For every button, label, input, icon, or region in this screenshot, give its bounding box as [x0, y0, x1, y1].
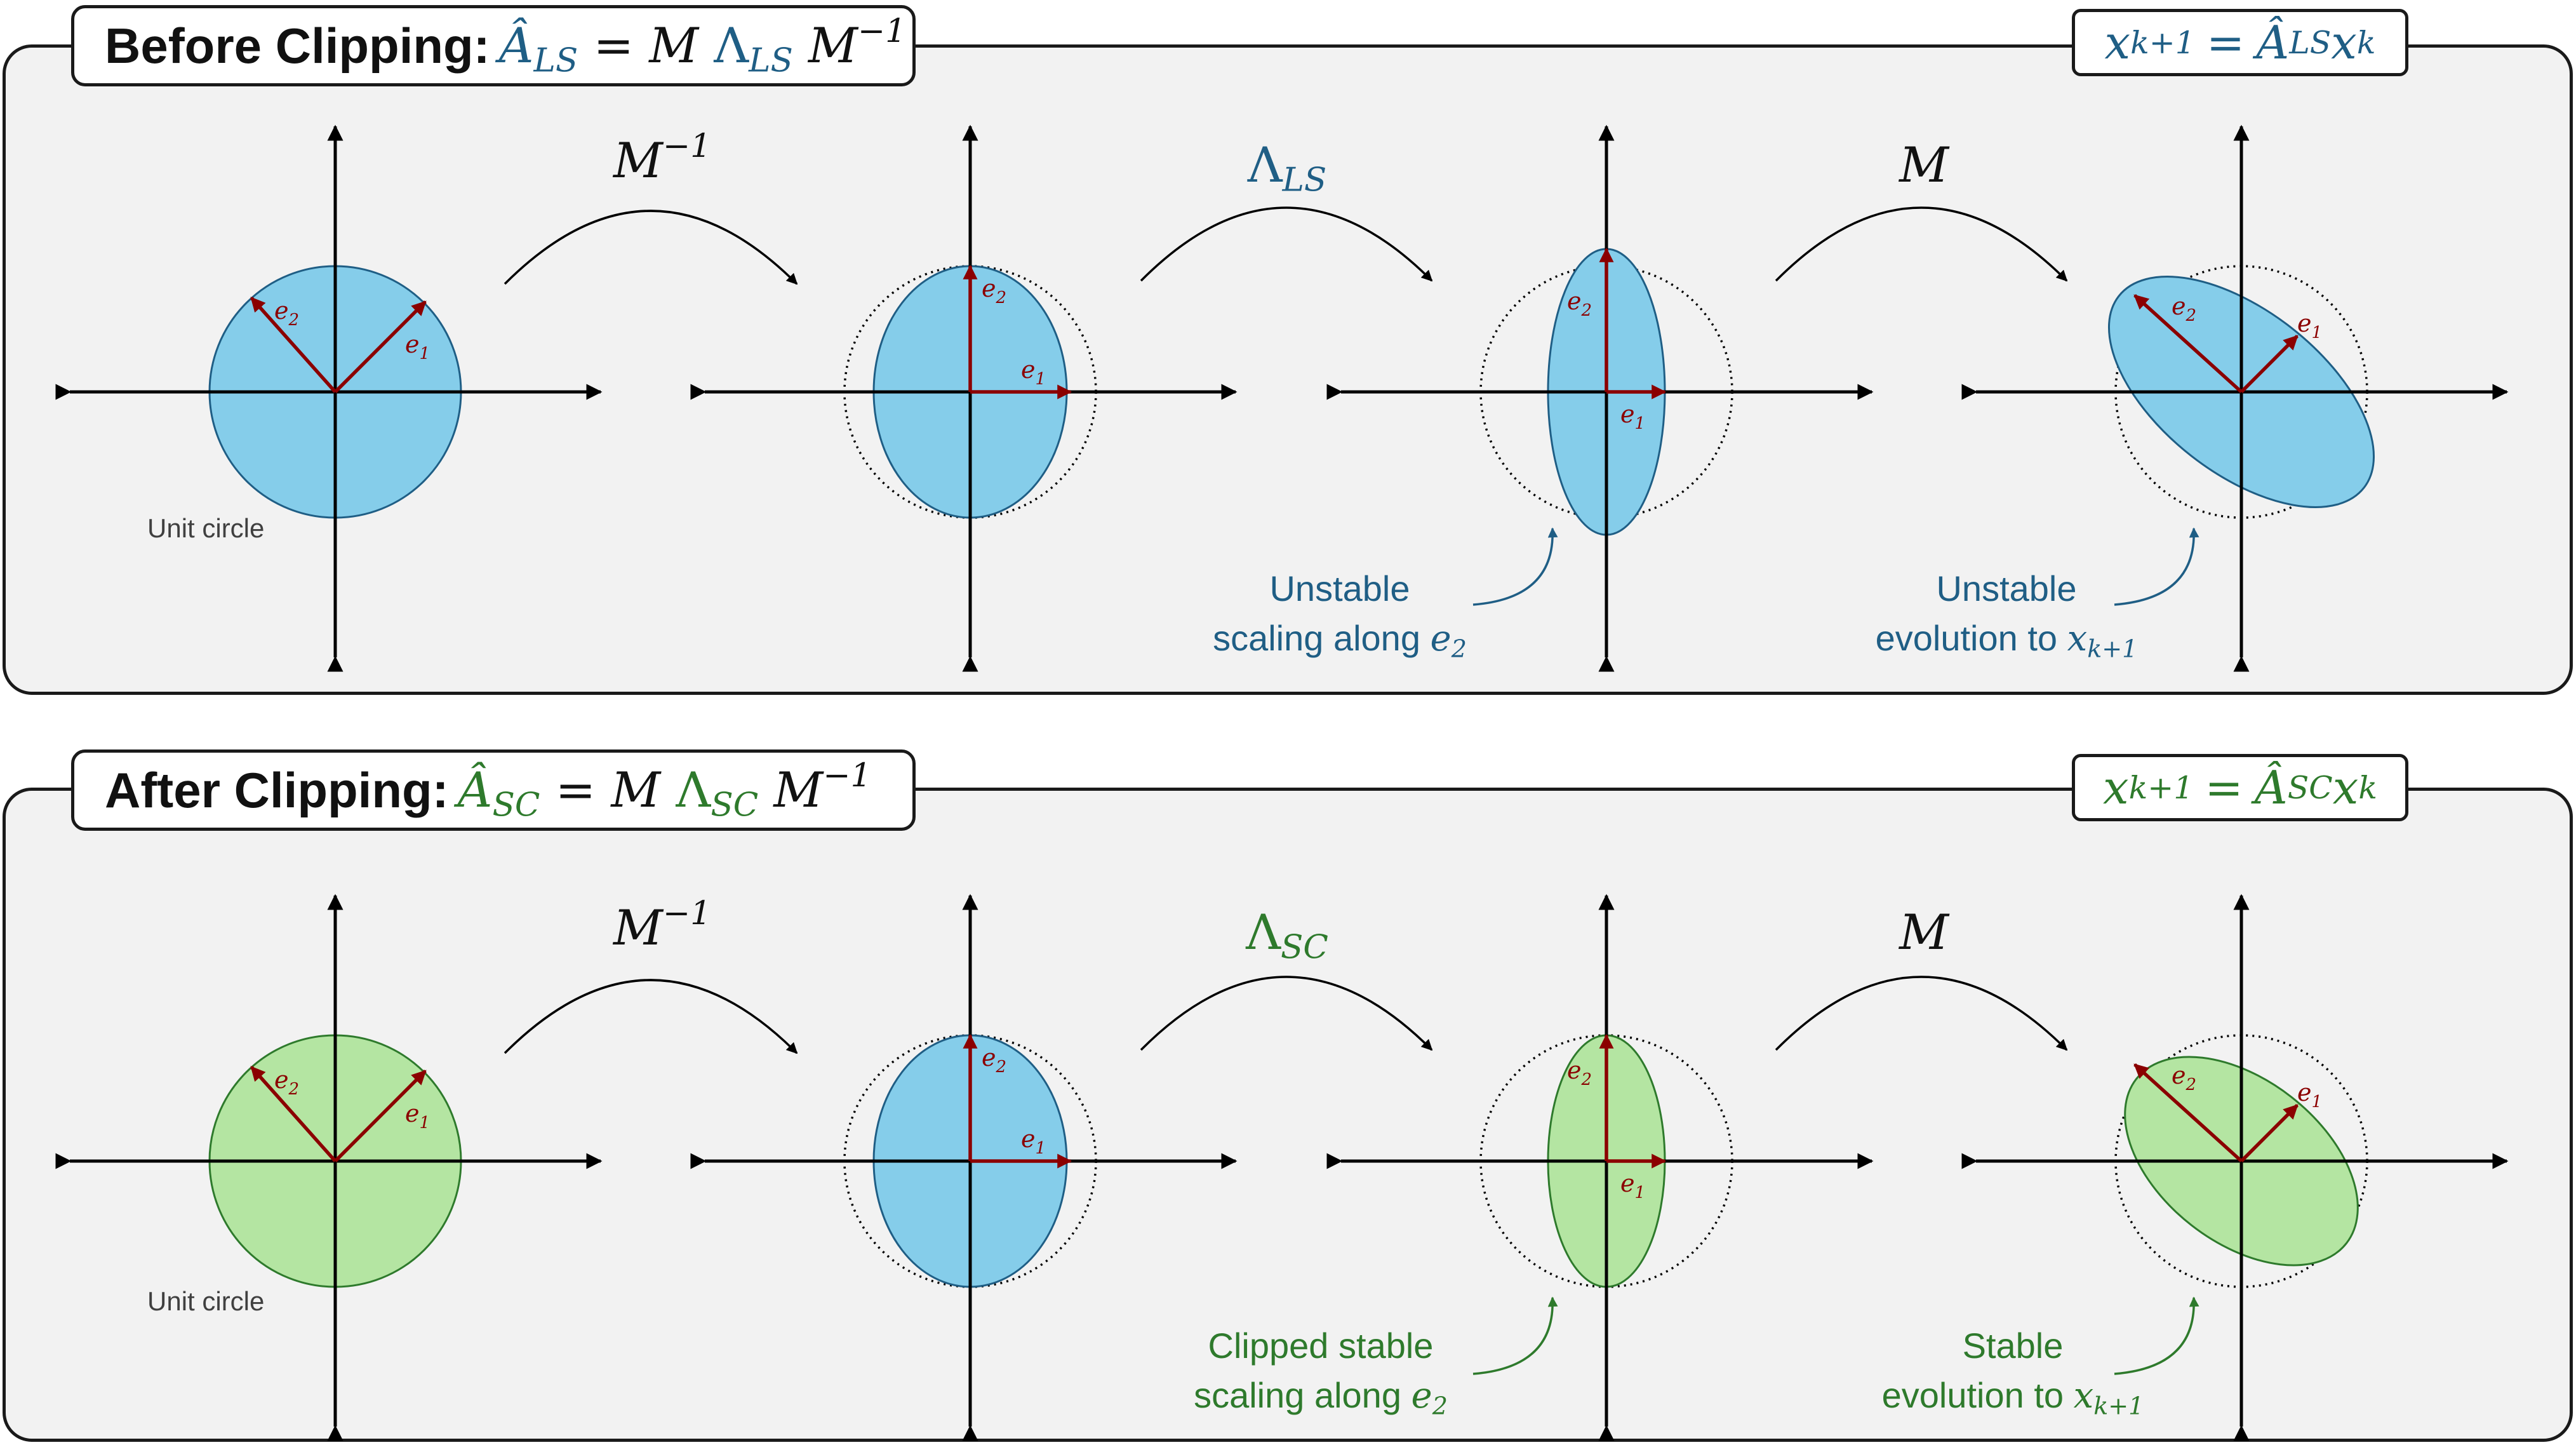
after-plot4-e2-label: e2 [2172, 1061, 2196, 1094]
before-op-m: M [1899, 137, 1949, 193]
after-plot3-e1-label: e1 [1620, 1169, 1645, 1202]
before-plot1-e2-vector [250, 297, 337, 393]
before-arc-m-inverse [504, 210, 798, 285]
after-op-lambda: ΛSC [1246, 904, 1328, 967]
before-plot3-e1-label: e1 [1620, 400, 1645, 433]
before-op-lambda: ΛLS [1247, 137, 1327, 199]
after-plot3-e2-label: e2 [1567, 1056, 1592, 1089]
before-plot4-e2-label: e2 [2172, 292, 2196, 325]
before-plot1-e1-label: e1 [405, 330, 430, 363]
after-annotation-evolution: Stable evolution to xk+1 [1881, 1326, 2144, 1420]
before-arc-m [1775, 206, 2068, 282]
before-callout-scaling [1472, 527, 1558, 606]
before-arc-lambda [1140, 206, 1433, 282]
before-callout-evolution [2114, 527, 2199, 606]
after-op-m: M [1899, 904, 1949, 960]
after-plot2-e1-label: e1 [1021, 1125, 1046, 1158]
before-plot2-e1-label: e1 [1021, 356, 1046, 389]
after-callout-scaling [1472, 1296, 1558, 1375]
after-plot4-e1-vector [2240, 1104, 2299, 1162]
before-unit-circle-label: Unit circle [147, 513, 265, 543]
title-text: After Clipping: [105, 762, 449, 818]
before-plot4-e1-vector [2240, 335, 2299, 393]
after-op-m-inverse: M−1 [613, 894, 711, 957]
after-arc-m [1775, 976, 2068, 1051]
before-annotation-scaling: Unstable scaling along e2 [1213, 568, 1467, 663]
after-plot1-e2-label: e2 [274, 1066, 299, 1099]
before-plot3-e2-label: e2 [1567, 287, 1592, 320]
after-arc-lambda [1140, 976, 1433, 1051]
before-annotation-evolution: Unstable evolution to xk+1 [1875, 568, 2138, 663]
after-clipping-title: After Clipping: ÂSC = M ΛSC M−1 [71, 749, 916, 831]
after-plot2-e2-label: e2 [982, 1044, 1006, 1077]
after-arc-m-inverse [504, 979, 798, 1054]
after-plot1-e2-vector [250, 1066, 337, 1162]
before-plot1-e1-vector [334, 300, 427, 393]
before-plot4-e2-vector [2133, 293, 2243, 394]
after-plot4-e1-label: e1 [2297, 1079, 2322, 1112]
after-plot1-e1-vector [334, 1070, 427, 1162]
before-plot1-e2-label: e2 [274, 297, 299, 330]
before-plot4-e1-label: e1 [2297, 309, 2322, 342]
before-op-m-inverse: M−1 [613, 127, 711, 189]
after-callout-evolution [2114, 1296, 2199, 1375]
after-annotation-scaling: Clipped stable scaling along e2 [1194, 1326, 1448, 1420]
after-plot4-e2-vector [2133, 1063, 2243, 1163]
before-clipping-title: Before Clipping: ÂLS = M ΛLS M−1 [71, 5, 916, 86]
after-plot1-e1-label: e1 [405, 1099, 430, 1132]
after-unit-circle-label: Unit circle [147, 1286, 265, 1316]
title-text: Before Clipping: [105, 17, 490, 74]
title-equation: ÂLS = M ΛLS M−1 [498, 11, 907, 80]
before-plot2-e2-label: e2 [982, 274, 1006, 307]
title-equation: ÂSC = M ΛSC M−1 [457, 756, 872, 824]
